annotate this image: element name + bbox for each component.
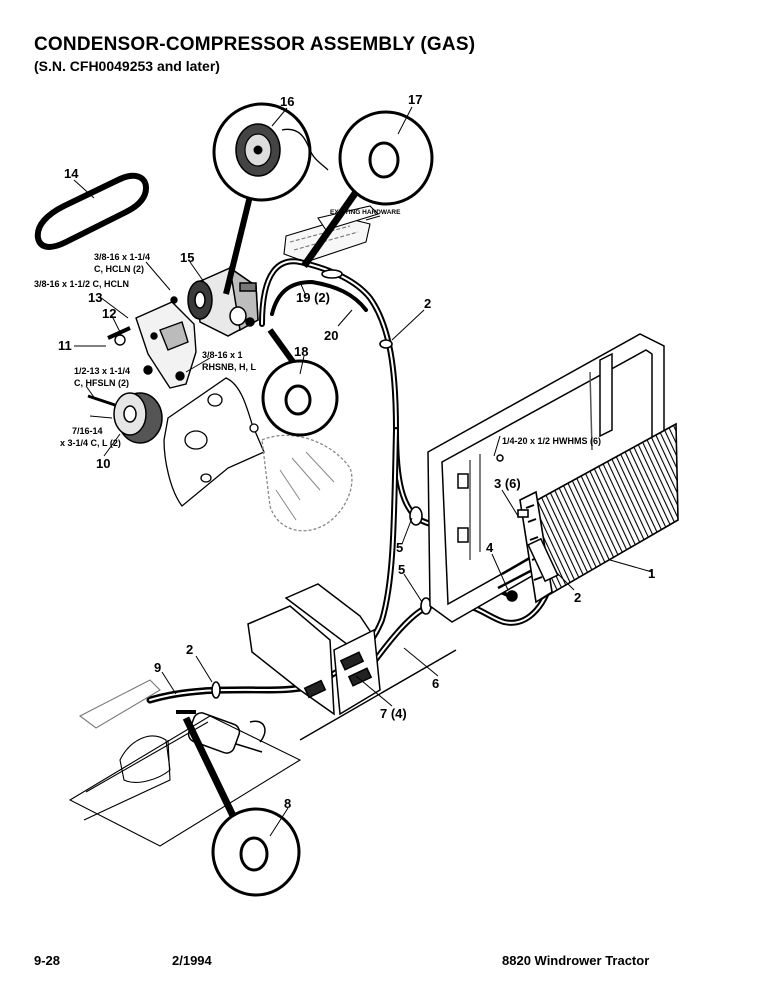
detail-views (182, 102, 434, 897)
callout-16: 16 (280, 94, 294, 109)
callout-6: 6 (432, 676, 439, 691)
callout-4: 4 (486, 540, 494, 555)
callout-5-lower: 5 (398, 562, 405, 577)
tractor-frame (68, 649, 457, 847)
bolt-spec-a-line2: C, HCLN (2) (94, 264, 144, 274)
callout-19: 19 (2) (296, 290, 330, 305)
screw-spec-f: 1/4-20 x 1/2 HWHMS (6) (502, 436, 601, 446)
engine-mount-plate (163, 377, 353, 532)
callout-3: 3 (6) (494, 476, 521, 491)
callout-20: 20 (324, 328, 338, 343)
page-title: CONDENSOR-COMPRESSOR ASSEMBLY (GAS) (34, 34, 476, 55)
callout-7: 7 (4) (380, 706, 407, 721)
callout-8: 8 (284, 796, 291, 811)
bolt-spec-b: 3/8-16 x 1-1/2 C, HCLN (34, 279, 129, 289)
condenser-fittings (496, 454, 559, 602)
bolt-spec-a-line1: 3/8-16 x 1-1/4 (94, 252, 150, 262)
publication-date: 2/1994 (172, 953, 212, 968)
callout-13: 13 (88, 290, 102, 305)
bolt-spec-e-line2: x 3-1/4 C, L (2) (60, 438, 121, 448)
idler-pulley (113, 392, 163, 444)
bolt-spec-c-line2: RHSNB, H, L (202, 362, 257, 372)
callout-1: 1 (648, 566, 655, 581)
callout-2-lower: 2 (186, 642, 193, 657)
bolt-spec-c-line1: 3/8-16 x 1 (202, 350, 243, 360)
model-name: 8820 Windrower Tractor (502, 953, 650, 968)
leader-lines (73, 106, 653, 837)
bulkhead-bracket (247, 583, 381, 716)
hose-clamps (211, 269, 432, 699)
callout-11: 11 (58, 338, 72, 353)
callout-17: 17 (408, 92, 422, 107)
compressor (187, 266, 259, 337)
serial-number-subtitle: (S.N. CFH0049253 and later) (34, 58, 220, 74)
callout-12: 12 (102, 306, 116, 321)
callout-10: 10 (96, 456, 110, 471)
callout-9: 9 (154, 660, 161, 675)
callout-2-upper: 2 (424, 296, 431, 311)
callout-14: 14 (64, 166, 79, 181)
bolt-spec-d-line1: 1/2-13 x 1-1/4 (74, 366, 130, 376)
callout-18: 18 (294, 344, 308, 359)
existing-hardware-label: EXISTING HARDWARE (330, 209, 401, 216)
callout-2-condenser: 2 (574, 590, 581, 605)
page-number: 9-28 (34, 953, 61, 968)
bolt-spec-e-line1: 7/16-14 (72, 426, 103, 436)
callout-labels: 16 17 14 15 13 12 11 10 19 (2) 20 18 2 2… (58, 92, 655, 811)
bolt-spec-d-line2: C, HFSLN (2) (74, 378, 129, 388)
mounting-bracket (87, 296, 197, 408)
drive-belt (34, 172, 150, 250)
callout-5-upper: 5 (396, 540, 403, 555)
hardware-spec-labels: EXISTING HARDWARE 3/8-16 x 1-1/4 C, HCLN… (34, 209, 601, 448)
callout-15: 15 (180, 250, 194, 265)
